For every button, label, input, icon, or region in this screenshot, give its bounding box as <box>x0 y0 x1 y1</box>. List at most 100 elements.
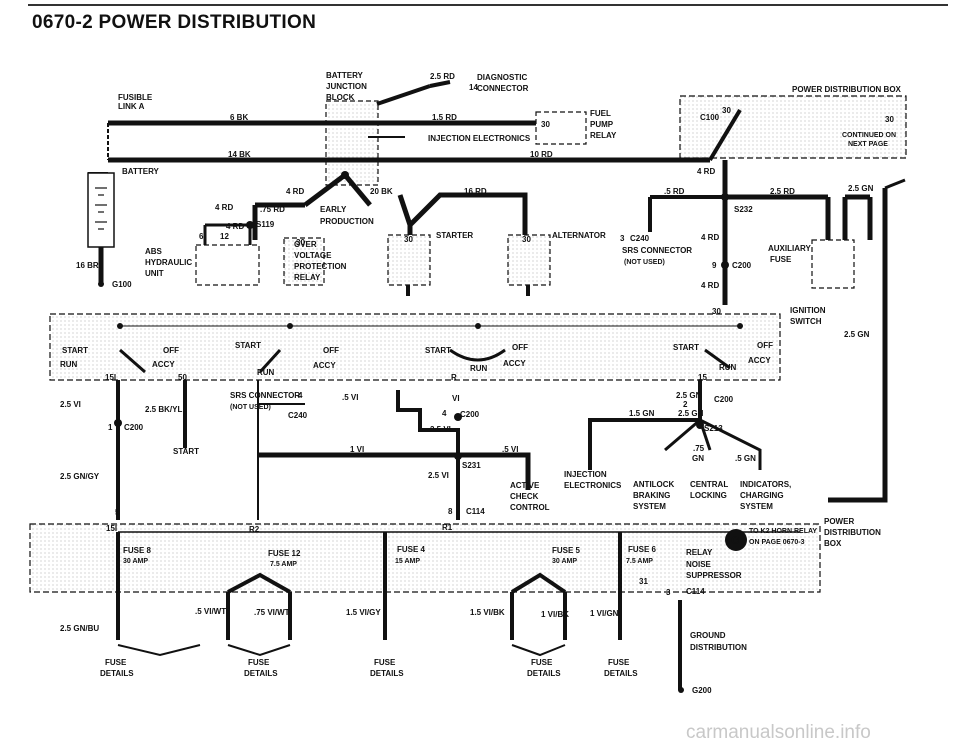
label-run3: RUN <box>470 364 488 373</box>
label-ign2: SWITCH <box>790 317 822 326</box>
label-amp15: 15 AMP <box>395 558 420 565</box>
label-run2: RUN <box>257 368 275 377</box>
label-ac3: CONTROL <box>510 503 550 512</box>
label-gn5: .5 GN <box>735 454 756 463</box>
label-t50: 50 <box>178 373 187 382</box>
label-pd3: BOX <box>824 539 842 548</box>
label-starter: STARTER <box>436 231 473 240</box>
label-accy3: ACCY <box>503 359 526 368</box>
label-early2: PRODUCTION <box>320 217 374 226</box>
power-distribution-box-top <box>679 95 907 159</box>
label-amp30b: 30 AMP <box>552 558 577 565</box>
main-wires <box>88 80 906 503</box>
label-s119: S119 <box>256 220 275 229</box>
label-srs1: SRS CONNECTOR <box>622 246 692 255</box>
label-gd2: DISTRIBUTION <box>690 643 747 652</box>
label-pd1: POWER <box>824 517 854 526</box>
label-viT: VI <box>452 394 460 403</box>
switch-contacts <box>117 323 743 329</box>
label-n30sw: 30 <box>712 307 721 316</box>
ground-stubs <box>406 285 530 296</box>
label-n4a: 4 <box>298 391 303 400</box>
label-ab3: SYSTEM <box>633 502 666 511</box>
ignition-switch-box <box>49 313 781 381</box>
label-n6: 6 <box>199 232 204 241</box>
label-rd4b: 4 RD <box>697 167 715 176</box>
label-bk6: 6 BK <box>230 113 248 122</box>
label-start2: START <box>235 341 261 350</box>
label-early1: EARLY <box>320 205 347 214</box>
label-vi1: 1 VI <box>350 445 364 454</box>
fuse-outputs <box>116 532 682 690</box>
label-fusible-link2: LINK A <box>118 102 145 111</box>
label-ind2: CHARGING <box>740 491 784 500</box>
label-ind1: INDICATORS, <box>740 480 791 489</box>
label-fd2b: DETAILS <box>244 669 278 678</box>
label-rd10: 10 RD <box>530 150 553 159</box>
label-abs1: ABS <box>145 247 163 256</box>
label-ovp3: PROTECTION <box>294 262 347 271</box>
label-f30a: 30 <box>541 120 550 129</box>
label-g100: G100 <box>112 280 132 289</box>
label-vi25: 2.5 VI <box>60 400 81 409</box>
label-ovp30: 30 <box>296 238 305 247</box>
g-badge <box>725 529 747 551</box>
label-ind3: SYSTEM <box>740 502 773 511</box>
label-amp30a: 30 AMP <box>123 558 148 565</box>
label-rd4f: 4 RD <box>701 281 719 290</box>
label-vigy: 1.5 VI/GY <box>346 608 381 617</box>
label-aux1: AUXILIARY <box>768 244 811 253</box>
label-gn25a: 2.5 GN <box>848 184 874 193</box>
label-accy4: ACCY <box>748 356 771 365</box>
label-off3: OFF <box>512 343 528 352</box>
label-off1: OFF <box>163 346 179 355</box>
label-t15l: 15I <box>105 373 116 382</box>
label-noise1: NOISE <box>686 560 712 569</box>
label-fd1b: DETAILS <box>100 669 134 678</box>
label-vign: 1 VI/GN <box>590 609 619 618</box>
label-srs4: (NOT USED) <box>230 404 271 411</box>
label-gngy25: 2.5 GN/GY <box>60 472 100 481</box>
label-rd75: .75 RD <box>260 205 285 214</box>
label-ab2: BRAKING <box>633 491 670 500</box>
battery-junction-block <box>325 100 379 186</box>
label-n1: 1 <box>108 423 113 432</box>
label-r1: R1 <box>442 523 453 532</box>
label-ign1: IGNITION <box>790 306 826 315</box>
header-rule <box>28 4 948 6</box>
label-rd25b: 2.5 RD <box>770 187 795 196</box>
label-fd5b: DETAILS <box>604 669 638 678</box>
label-c114b: C114 <box>686 587 705 596</box>
label-ovp4: RELAY <box>294 273 321 282</box>
label-fd4b: DETAILS <box>527 669 561 678</box>
label-cl2: LOCKING <box>690 491 727 500</box>
label-pd2: DISTRIBUTION <box>824 528 881 537</box>
label-ac2: CHECK <box>510 492 539 501</box>
label-rd4a: 4 RD <box>286 187 304 196</box>
watermark: carmanualsonline.info <box>686 722 871 743</box>
label-s231: S231 <box>462 461 481 470</box>
label-gn15: 1.5 GN <box>629 409 655 418</box>
label-gnG: GN <box>692 454 704 463</box>
label-rd4e: 4 RD <box>701 233 719 242</box>
label-relay: RELAY <box>686 548 713 557</box>
label-noise2: SUPPRESSOR <box>686 571 742 580</box>
label-battery-junction2: JUNCTION <box>326 82 367 91</box>
auxiliary-fuse <box>811 239 855 289</box>
label-s232: S232 <box>734 205 753 214</box>
label-k2a: TO K2 HORN RELAY <box>749 528 817 535</box>
label-fd1: FUSE <box>105 658 127 667</box>
label-n2: 2 <box>683 400 688 409</box>
label-fd4: FUSE <box>531 658 553 667</box>
label-off2: OFF <box>323 346 339 355</box>
label-rd4d: 4 RD <box>226 222 244 231</box>
label-n3b: 3 <box>666 588 671 597</box>
label-amp75b: 7.5 AMP <box>626 558 653 565</box>
label-alternator: ALTERNATOR <box>552 231 606 240</box>
switch-arms <box>119 348 731 374</box>
label-vibk1: 1 VI/BK <box>541 610 569 619</box>
label-battery-junction3: BLOCK <box>326 93 355 102</box>
label-battery: BATTERY <box>122 167 160 176</box>
label-amp75a: 7.5 AMP <box>270 561 297 568</box>
